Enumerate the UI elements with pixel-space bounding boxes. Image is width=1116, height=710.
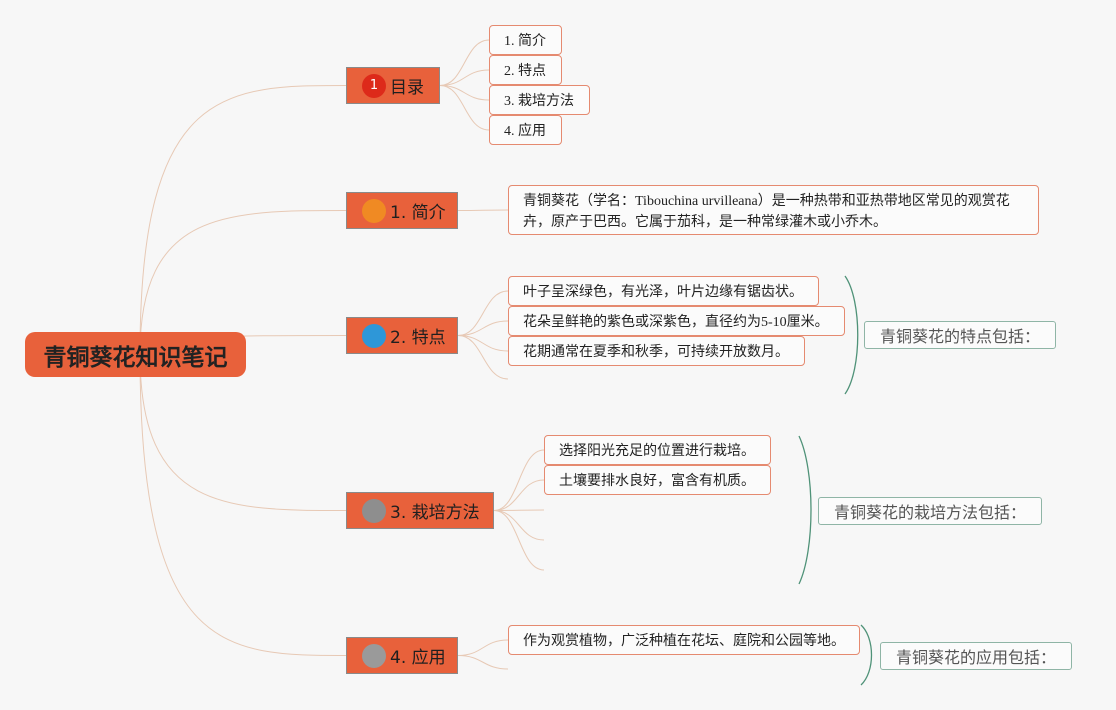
applications-summary[interactable]: 青铜葵花的应用包括： bbox=[880, 642, 1072, 670]
branch-toc[interactable]: 1 目录 bbox=[346, 67, 440, 104]
branch-leaf-link bbox=[457, 290, 509, 336]
applications-bracket bbox=[860, 624, 873, 686]
branch-label: 2. 特点 bbox=[390, 328, 446, 348]
branch-leaf-link bbox=[493, 479, 545, 511]
intro-text[interactable]: 青铜葵花（学名：Tibouchina urvilleana）是一种热带和亚热带地… bbox=[508, 185, 1039, 235]
toc-item[interactable]: 2. 特点 bbox=[489, 55, 562, 85]
branch-leaf-link bbox=[457, 335, 509, 352]
branch-leaf-link bbox=[493, 449, 545, 511]
branch-empty-link bbox=[493, 510, 545, 571]
toc-item-label: 4. 应用 bbox=[504, 124, 546, 139]
cultivation-summary[interactable]: 青铜葵花的栽培方法包括： bbox=[818, 497, 1042, 525]
feature-item-text: 叶子呈深绿色，有光泽，叶片边缘有锯齿状。 bbox=[523, 285, 803, 300]
branch-cultivation[interactable]: 3. 栽培方法 bbox=[346, 492, 494, 529]
branch-features[interactable]: 2. 特点 bbox=[346, 317, 458, 354]
cultivation-item-text: 土壤要排水良好，富含有机质。 bbox=[559, 474, 755, 489]
toc-item[interactable]: 3. 栽培方法 bbox=[489, 85, 590, 115]
cultivation-item-text: 选择阳光充足的位置进行栽培。 bbox=[559, 444, 755, 459]
toc-item-label: 2. 特点 bbox=[504, 64, 546, 79]
priority-3-icon bbox=[362, 323, 386, 348]
summary-brackets bbox=[798, 275, 873, 686]
root-branch-link bbox=[139, 210, 347, 355]
toc-item[interactable]: 1. 简介 bbox=[489, 25, 562, 55]
feature-item[interactable]: 花期通常在夏季和秋季，可持续开放数月。 bbox=[508, 336, 805, 366]
root-title: 青铜葵花知识笔记 bbox=[43, 344, 228, 371]
summary-text: 青铜葵花的栽培方法包括： bbox=[834, 503, 1027, 522]
application-item-text: 作为观赏植物，广泛种植在花坛、庭院和公园等地。 bbox=[523, 634, 845, 649]
application-item[interactable]: 作为观赏植物，广泛种植在花坛、庭院和公园等地。 bbox=[508, 625, 860, 655]
branch-label: 目录 bbox=[390, 78, 424, 98]
feature-item-text: 花朵呈鲜艳的紫色或深紫色，直径约为5-10厘米。 bbox=[523, 315, 829, 330]
branch-empty-link bbox=[493, 510, 545, 541]
branch-label: 4. 应用 bbox=[390, 648, 446, 668]
branch-empty-link bbox=[493, 509, 545, 511]
priority-4-icon bbox=[362, 498, 386, 523]
summary-text: 青铜葵花的特点包括： bbox=[880, 327, 1041, 346]
root-topic[interactable]: 青铜葵花知识笔记 bbox=[25, 332, 246, 377]
toc-item-label: 1. 简介 bbox=[504, 34, 546, 49]
summary-text: 青铜葵花的应用包括： bbox=[896, 648, 1057, 667]
branch-empty-link bbox=[457, 335, 509, 380]
feature-item-text: 花期通常在夏季和秋季，可持续开放数月。 bbox=[523, 345, 789, 360]
features-bracket bbox=[844, 275, 859, 395]
cultivation-bracket bbox=[798, 435, 812, 585]
intro-text-content: 青铜葵花（学名：Tibouchina urvilleana）是一种热带和亚热带地… bbox=[523, 194, 1010, 230]
priority-5-icon bbox=[362, 643, 386, 668]
feature-item[interactable]: 花朵呈鲜艳的紫色或深紫色，直径约为5-10厘米。 bbox=[508, 306, 845, 336]
branch-label: 3. 栽培方法 bbox=[390, 503, 480, 523]
root-branch-link bbox=[139, 353, 347, 656]
branch-leaf-link bbox=[457, 320, 509, 336]
cultivation-item[interactable]: 土壤要排水良好，富含有机质。 bbox=[544, 465, 771, 495]
features-summary[interactable]: 青铜葵花的特点包括： bbox=[864, 321, 1056, 349]
toc-item[interactable]: 4. 应用 bbox=[489, 115, 562, 145]
cultivation-item[interactable]: 选择阳光充足的位置进行栽培。 bbox=[544, 435, 771, 465]
root-branch-link bbox=[139, 85, 347, 355]
branch-leaf-link bbox=[439, 69, 490, 86]
branch-leaf-link bbox=[457, 639, 509, 656]
priority-2-icon bbox=[362, 198, 386, 223]
toc-item-label: 3. 栽培方法 bbox=[504, 94, 574, 109]
priority-1-icon: 1 bbox=[362, 73, 386, 98]
feature-item[interactable]: 叶子呈深绿色，有光泽，叶片边缘有锯齿状。 bbox=[508, 276, 819, 306]
branch-leaf-link bbox=[439, 39, 490, 86]
branch-leaf-link bbox=[439, 85, 490, 101]
branch-applications[interactable]: 4. 应用 bbox=[346, 637, 458, 674]
branch-empty-link bbox=[457, 655, 509, 670]
branch-label: 1. 简介 bbox=[390, 203, 446, 223]
root-branch-link bbox=[139, 353, 347, 511]
branch-leaf-link bbox=[439, 85, 490, 131]
branch-leaf-link bbox=[457, 209, 509, 211]
branch-intro[interactable]: 1. 简介 bbox=[346, 192, 458, 229]
leaf-links bbox=[439, 39, 545, 670]
